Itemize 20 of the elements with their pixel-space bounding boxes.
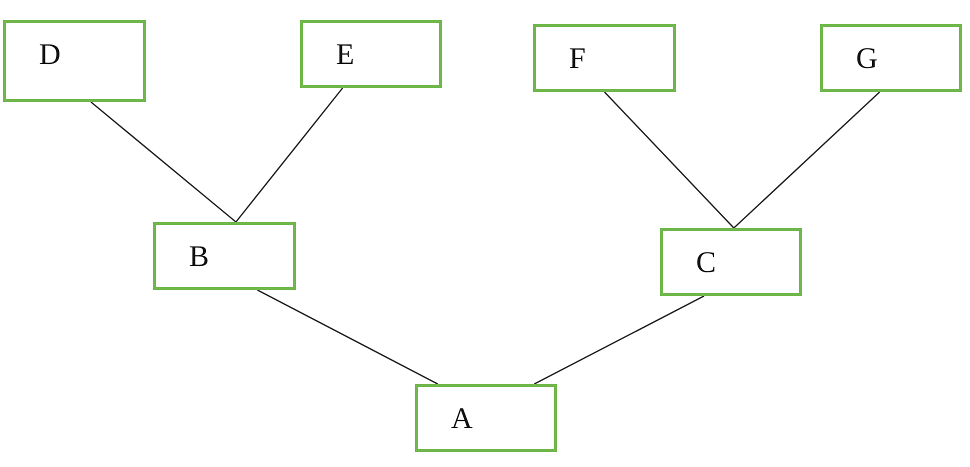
connector-line	[257, 289, 438, 385]
tree-node-box	[660, 228, 802, 296]
node-label: D	[39, 40, 61, 70]
tree-node-box	[415, 384, 557, 452]
connector-line	[90, 101, 236, 223]
tree-node-box	[300, 20, 442, 88]
connector-line	[604, 92, 734, 228]
connector-line	[534, 295, 704, 385]
tree-node-box	[820, 24, 962, 92]
tree-node-box	[3, 20, 146, 102]
connector-line	[235, 88, 344, 222]
node-label: E	[336, 40, 354, 70]
node-label: B	[189, 242, 210, 272]
tree-node-box	[153, 222, 296, 290]
node-label: C	[696, 248, 716, 278]
connector-line	[733, 91, 880, 229]
tree-node-box	[533, 24, 676, 92]
node-label: F	[569, 44, 586, 74]
node-label: G	[856, 44, 878, 74]
node-label: A	[451, 404, 473, 434]
